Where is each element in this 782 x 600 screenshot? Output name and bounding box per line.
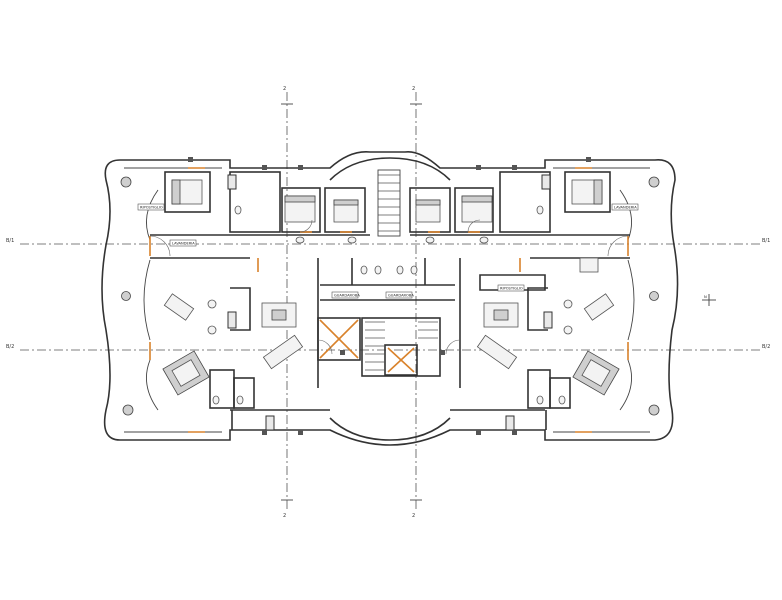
room-label-guardaroba-left: GUARDAROBA — [334, 294, 360, 298]
axis-label-top-left: 2 — [283, 86, 286, 92]
corner-columns — [120, 176, 660, 416]
interior-walls — [150, 171, 630, 431]
axis-label-right-upper: B/1 — [762, 238, 770, 244]
room-label-guardaroba-right: GUARDAROBA — [388, 294, 414, 298]
axis-label-right-lower: B/2 — [762, 344, 770, 350]
bathroom-fixtures — [212, 205, 566, 405]
axis-label-bottom-right: 2 — [412, 513, 415, 519]
north-arrow-icon: N — [702, 294, 716, 306]
building-outline — [101, 151, 679, 446]
structural-columns — [188, 157, 591, 435]
room-label-lavanderia-right: LAVANDERIA — [614, 206, 637, 210]
north-marker-label: N — [704, 295, 707, 299]
furniture-beds — [171, 179, 603, 223]
furniture-living — [162, 257, 620, 396]
room-label-lavanderia-left: LAVANDERIA — [172, 242, 195, 246]
room-labels: RIPOSTIGLIO LAVANDERIA LAVANDERIA RIPOST… — [137, 203, 639, 299]
axis-label-bottom-left: 2 — [283, 513, 286, 519]
doors — [149, 167, 629, 433]
stairs — [365, 169, 438, 371]
axis-label-left-upper: B/1 — [6, 238, 14, 244]
room-label-ripostiglio-right: RIPOSTIGLIO — [500, 287, 523, 291]
axis-label-top-right: 2 — [412, 86, 415, 92]
elevator-shaft — [319, 319, 415, 373]
room-label-ripostiglio-left: RIPOSTIGLIO — [140, 206, 163, 210]
axis-lines — [20, 92, 762, 510]
axis-label-left-lower: B/2 — [6, 344, 14, 350]
